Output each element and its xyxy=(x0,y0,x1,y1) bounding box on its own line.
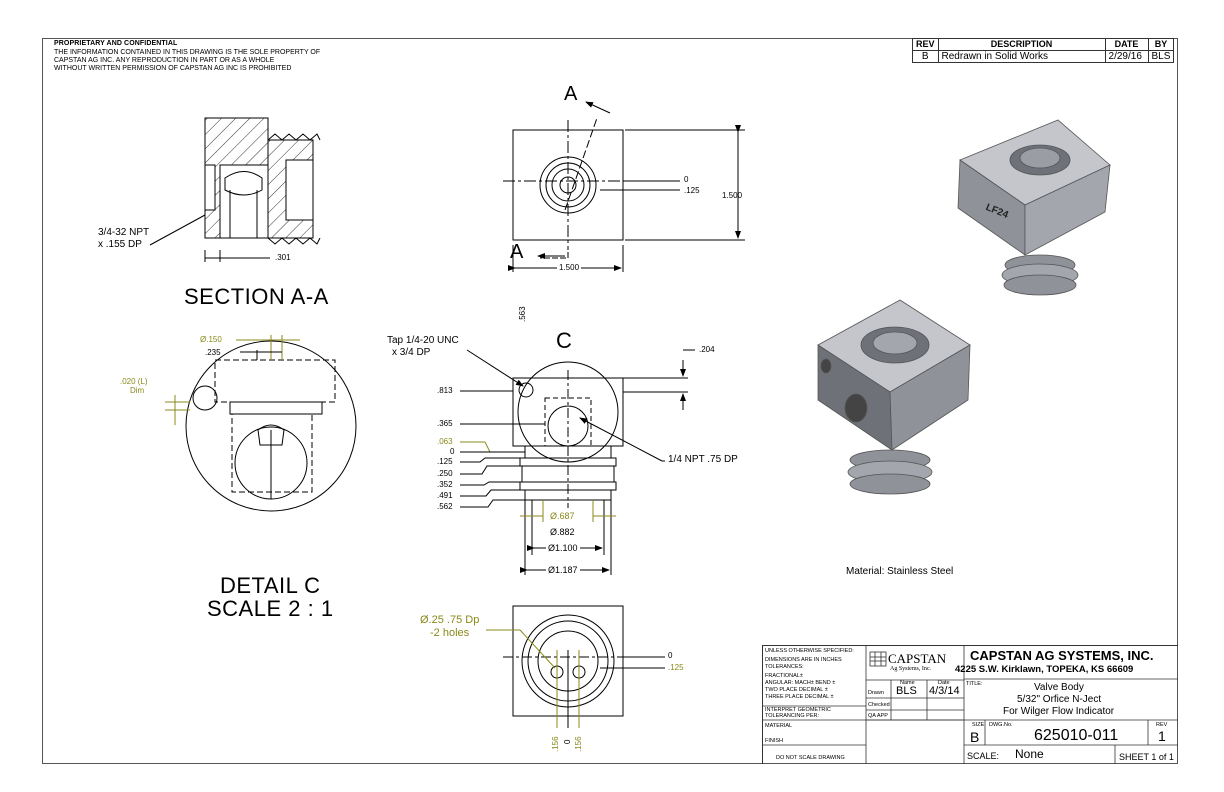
tap-callout-line2: x 3/4 DP xyxy=(392,347,431,358)
tb-drawn-label: Drawn xyxy=(868,690,884,696)
tb-size-label: SIZE xyxy=(972,722,985,728)
dim-301: .301 xyxy=(275,253,291,262)
title-line2: 5/32" Orfice N-Ject xyxy=(1017,694,1102,705)
top-dim-width: 1.500 xyxy=(557,263,582,273)
tb-two-place: TWO PLACE DECIMAL ± xyxy=(765,687,828,693)
tb-drawn-by: BLS xyxy=(896,685,917,697)
bottom-dim-0: 0 xyxy=(668,651,673,660)
bottom-dim: .156 xyxy=(574,736,583,752)
top-view xyxy=(503,101,745,272)
tb-qa-label: QA APP xyxy=(868,713,888,719)
tb-name-header: Name xyxy=(900,680,915,686)
tb-tolerances: TOLERANCES: xyxy=(765,664,804,670)
front-left-dim: .352 xyxy=(437,480,453,489)
holes-callout-line1: Ø.25 .75 Dp xyxy=(420,614,480,626)
tb-drawn-date: 4/3/14 xyxy=(929,685,960,697)
tb-dwg-label: DWG.No. xyxy=(989,722,1013,728)
detail-marker-c: C xyxy=(556,328,572,353)
proprietary-line: WITHOUT WRITTEN PERMISSION OF CAPSTAN AG… xyxy=(54,65,292,72)
detail-c-scale: SCALE 2 : 1 xyxy=(207,596,334,621)
dia-1187: Ø1.187 xyxy=(546,565,580,575)
dia-1100: Ø1.100 xyxy=(546,543,580,553)
revision-table: REV DESCRIPTION DATE BY B Redrawn in Sol… xyxy=(912,38,1175,63)
dim-204: .204 xyxy=(699,345,715,354)
tb-scale: None xyxy=(1015,747,1044,761)
tb-three-place: THREE PLACE DECIMAL ± xyxy=(765,694,834,700)
npt-callout: 1/4 NPT .75 DP xyxy=(668,454,738,465)
title-block-grid xyxy=(762,645,1178,764)
section-a-a-title: SECTION A-A xyxy=(184,284,329,309)
section-a-a-view xyxy=(149,117,321,262)
company-address: 4225 S.W. Kirklawn, TOPEKA, KS 66609 xyxy=(955,664,1134,675)
top-dim-125: .125 xyxy=(684,186,700,195)
description-cell: Redrawn in Solid Works xyxy=(937,50,1106,63)
tb-fractional: FRACTIONAL± xyxy=(765,673,803,679)
bottom-dim: 0 xyxy=(563,739,572,744)
capstan-logo: CAPSTAN xyxy=(888,651,947,666)
tb-date-header: Date xyxy=(938,680,950,686)
front-left-dim: .491 xyxy=(437,491,453,500)
tb-scale-label: SCALE: xyxy=(967,751,1000,761)
front-view xyxy=(460,349,695,575)
proprietary-notice: THE INFORMATION CONTAINED IN THIS DRAWIN… xyxy=(54,49,434,73)
proprietary-line: THE INFORMATION CONTAINED IN THIS DRAWIN… xyxy=(54,49,321,56)
section-marker-top: A xyxy=(564,83,578,105)
tb-checked-label: Checked xyxy=(868,702,890,708)
bottom-dim: .156 xyxy=(551,736,560,752)
section-marker-bottom: A xyxy=(510,241,524,263)
proprietary-line: CAPSTAN AG INC. ANY REPRODUCTION IN PART… xyxy=(54,57,275,64)
detail-c-title: DETAIL C xyxy=(220,573,321,598)
top-dim-height: 1.500 xyxy=(722,191,743,200)
holes-callout-line2: -2 holes xyxy=(430,627,470,639)
tb-material-label: MATERIAL xyxy=(765,723,793,729)
front-left-dim: .063 xyxy=(437,437,453,446)
tb-rev-label: REV xyxy=(1156,722,1168,728)
company-name: CAPSTAN AG SYSTEMS, INC. xyxy=(970,648,1154,663)
tb-title-label: TITLE: xyxy=(966,681,983,687)
title-block xyxy=(762,645,1178,764)
title-line1: Valve Body xyxy=(1034,682,1084,693)
isometric-view-side xyxy=(817,299,971,495)
by-cell: BLS xyxy=(1147,50,1175,63)
detail-dim-235: .235 xyxy=(205,348,221,357)
dim-563: .563 xyxy=(518,306,527,322)
dia-882: Ø.882 xyxy=(550,527,575,537)
front-left-dim: .365 xyxy=(437,419,453,428)
title-line3: For Wilger Flow Indicator xyxy=(1003,706,1115,717)
detail-c-view xyxy=(165,335,357,512)
top-dim-0: 0 xyxy=(684,175,689,184)
tb-dims-in: DIMENSIONS ARE IN INCHES xyxy=(765,657,842,663)
thread-callout-line2: x .155 DP xyxy=(98,239,142,250)
detail-dim-020-line1: .020 (L) xyxy=(120,377,148,386)
tb-angular: ANGULAR: MACH± BEND ± xyxy=(765,680,836,686)
thread-callout-line1: 3/4-32 NPT xyxy=(98,227,150,238)
front-left-dim: .250 xyxy=(437,469,453,478)
tb-rev: 1 xyxy=(1158,728,1166,744)
tb-interpret: INTERPRET GEOMETRIC xyxy=(765,707,831,713)
tb-unless: UNLESS OTHERWISE SPECIFIED: xyxy=(765,648,854,654)
proprietary-title: PROPRIETARY AND CONFIDENTIAL xyxy=(54,40,178,47)
tb-sheet: SHEET 1 of 1 xyxy=(1119,752,1174,762)
front-left-dim: .125 xyxy=(437,457,453,466)
bottom-view xyxy=(486,605,665,728)
tb-tolerancing: TOLERANCING PER: xyxy=(765,713,819,719)
detail-dia-150: Ø.150 xyxy=(200,335,222,344)
tb-size: B xyxy=(970,729,980,745)
capstan-logo-sub: Ag Systems, Inc. xyxy=(890,666,931,672)
front-left-dim: 0 xyxy=(450,447,455,456)
material-note: Material: Stainless Steel xyxy=(846,566,954,577)
date-cell: 2/29/16 xyxy=(1104,50,1149,63)
drawing-number: 625010-011 xyxy=(1034,727,1119,744)
front-left-dim: .562 xyxy=(437,502,453,511)
isometric-view-top xyxy=(957,119,1111,296)
drawing-sheet-border xyxy=(42,38,1178,764)
tap-callout-line1: Tap 1/4-20 UNC xyxy=(387,335,459,346)
detail-dim-020-line2: Dim xyxy=(130,386,145,395)
bottom-dim-125: .125 xyxy=(668,663,684,672)
tb-do-not-scale: DO NOT SCALE DRAWING xyxy=(776,755,845,761)
tb-finish-label: FINISH xyxy=(765,738,784,744)
dia-687: Ø.687 xyxy=(550,511,575,521)
front-left-dim: .813 xyxy=(437,386,453,395)
